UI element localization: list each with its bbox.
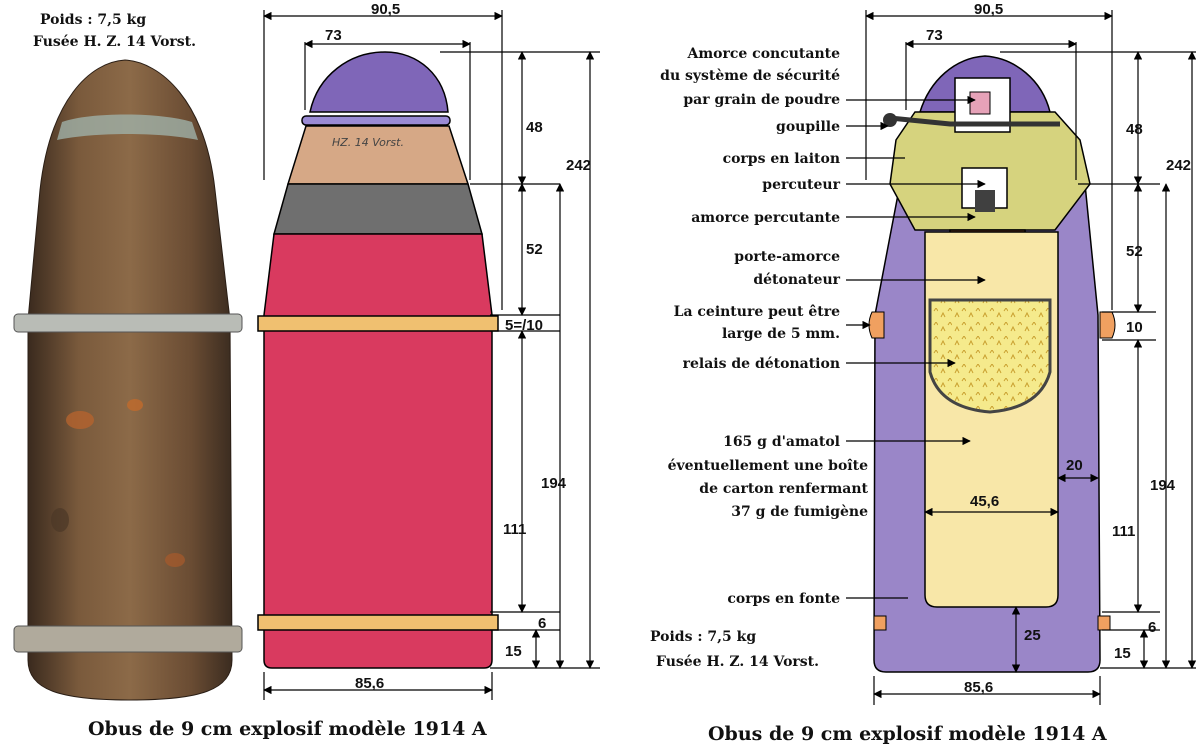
- right-dim-top-width: 73: [926, 27, 943, 44]
- right-dim-total-height: 242: [1166, 157, 1191, 174]
- right-dim-total-width: 90,5: [974, 1, 1003, 18]
- right-dim-base: 15: [1114, 645, 1131, 662]
- label-boite-3: 37 g de fumigène: [731, 504, 868, 520]
- fuze-engraving: HZ. 14 Vorst.: [332, 136, 404, 149]
- right-dim-wall: 20: [1066, 457, 1083, 474]
- left-dim-fuze-height: 48: [526, 119, 543, 136]
- right-fuze-label: Fusée H. Z. 14 Vorst.: [656, 654, 819, 670]
- label-goupille: goupille: [776, 119, 840, 135]
- label-percuteur: percuteur: [762, 177, 840, 193]
- label-amorce-percutante: amorce percutante: [691, 210, 840, 226]
- label-relais: relais de détonation: [683, 356, 840, 372]
- label-porte-amorce: porte-amorce: [734, 249, 840, 265]
- right-dim-cylinder-height: 111: [1112, 523, 1135, 540]
- right-dim-lower-band: 6: [1148, 619, 1156, 636]
- cutaway-labels: Amorce concutante du système de sécurité…: [650, 46, 869, 670]
- label-amorce-1: Amorce concutante: [686, 46, 840, 62]
- label-boite-1: éventuellement une boîte: [668, 458, 869, 474]
- left-dimension-lines: [263, 10, 600, 700]
- right-dim-ogive-height: 52: [1126, 243, 1143, 260]
- label-amatol: 165 g d'amatol: [723, 434, 840, 450]
- right-dimension-lines: [865, 10, 1197, 705]
- right-dim-base-width: 85,6: [964, 679, 993, 696]
- left-dim-body-height: 194: [541, 475, 567, 492]
- label-detonateur: détonateur: [753, 272, 840, 288]
- label-amorce-3: par grain de poudre: [683, 92, 840, 108]
- leader-lines: [846, 95, 986, 599]
- left-dim-top-width: 73: [325, 27, 342, 44]
- left-dim-cylinder-height: 111: [503, 521, 526, 538]
- shell-photo: [13, 59, 243, 701]
- left-dim-total-width: 90,5: [371, 1, 400, 18]
- right-dim-body-height: 194: [1150, 477, 1176, 494]
- left-dim-lower-band: 6: [538, 615, 546, 632]
- shell-schematic: [257, 51, 499, 669]
- left-dim-base-width: 85,6: [355, 675, 384, 692]
- left-fuze-label: Fusée H. Z. 14 Vorst.: [33, 34, 196, 50]
- shell-cutaway: [868, 55, 1116, 673]
- right-dim-fuze-height: 48: [1126, 121, 1143, 138]
- label-ceinture-2: large de 5 mm.: [722, 326, 840, 342]
- left-dim-ogive-height: 52: [526, 241, 543, 258]
- right-dim-base-thickness: 25: [1024, 627, 1041, 644]
- right-weight-label: Poids : 7,5 kg: [650, 629, 756, 645]
- left-weight-label: Poids : 7,5 kg: [40, 12, 146, 28]
- right-dim-band: 10: [1126, 319, 1143, 336]
- label-ceinture-1: La ceinture peut être: [674, 304, 840, 320]
- left-dim-base: 15: [505, 643, 522, 660]
- left-caption: Obus de 9 cm explosif modèle 1914 A: [88, 718, 487, 740]
- right-dim-cavity: 45,6: [970, 493, 999, 510]
- label-corps-fonte: corps en fonte: [727, 591, 840, 607]
- label-amorce-2: du système de sécurité: [660, 68, 840, 84]
- left-dim-band: 5=/10: [505, 317, 543, 334]
- label-corps-laiton: corps en laiton: [723, 151, 840, 167]
- right-caption: Obus de 9 cm explosif modèle 1914 A: [708, 723, 1107, 745]
- left-dim-total-height: 242: [566, 157, 591, 174]
- label-boite-2: de carton renfermant: [699, 481, 868, 497]
